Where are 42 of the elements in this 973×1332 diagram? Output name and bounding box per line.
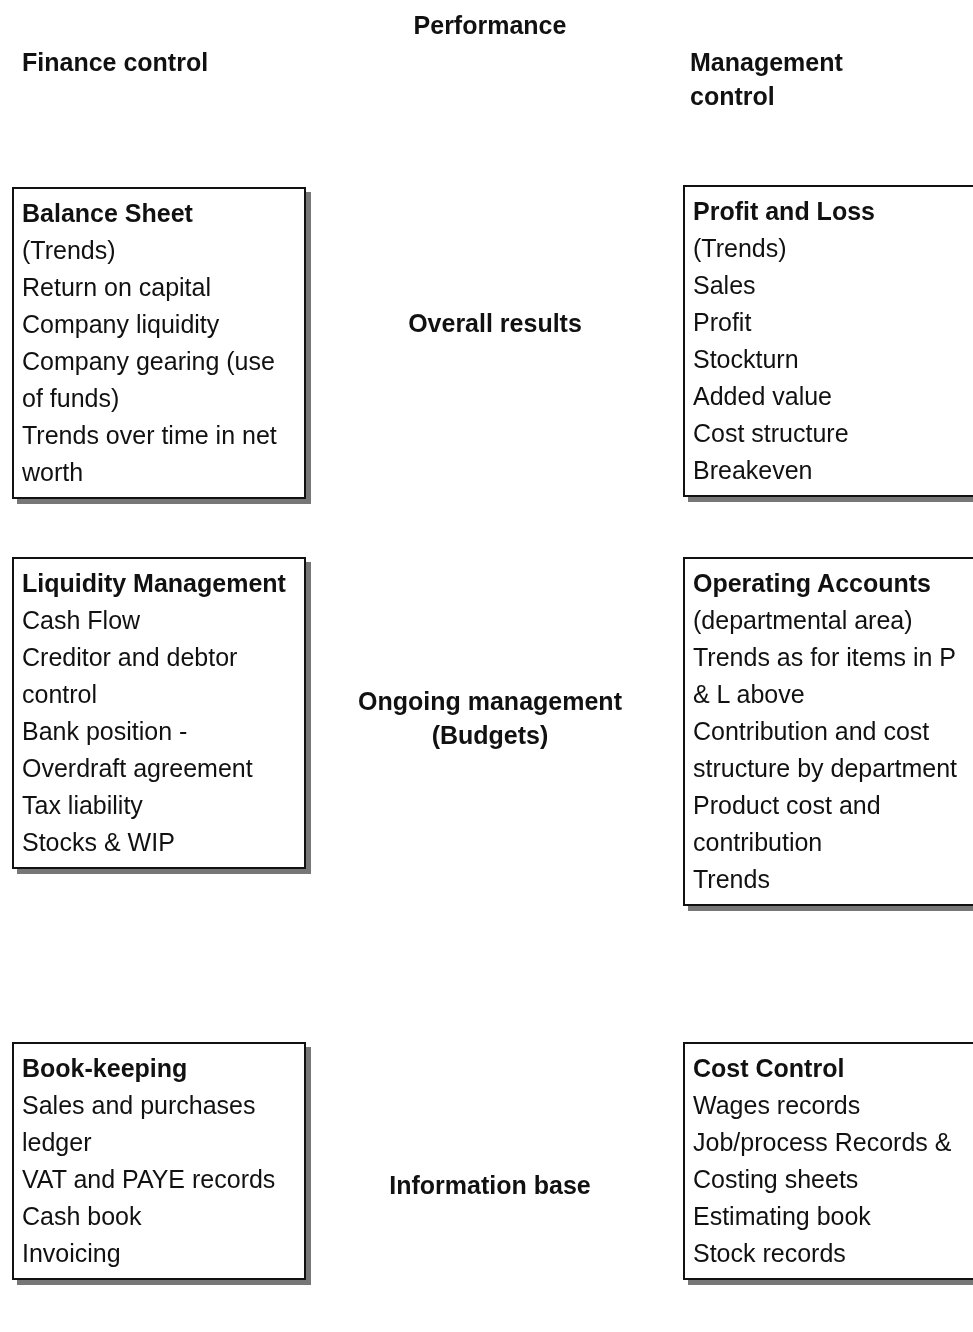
box-item: Contribution and cost structure by department (693, 716, 958, 784)
box-item: Creditor and debtor control (22, 642, 239, 710)
box-item: Product cost and contribution (693, 790, 882, 858)
box-item: Added value (693, 381, 833, 412)
box-item: Cash book (22, 1201, 143, 1232)
box-item: Cost structure (693, 418, 850, 449)
box-heading: Balance Sheet (22, 198, 194, 229)
box-item: Return on capital (22, 272, 212, 303)
box-item: Stockturn (693, 344, 800, 375)
row-label: Ongoing management (Budgets) (357, 686, 623, 751)
box-item: Company gearing (use of funds) (22, 346, 276, 414)
box-item: Stock records (693, 1238, 847, 1269)
box-heading: Profit and Loss (693, 196, 876, 227)
box-heading: Liquidity Management (22, 568, 287, 599)
box-item: VAT and PAYE records (22, 1164, 277, 1195)
box-item: Sales and purchases ledger (22, 1090, 257, 1158)
box-heading: Book-keeping (22, 1053, 189, 1084)
box-heading: Cost Control (693, 1053, 846, 1084)
box-item: Trends as for items in P & L above (693, 642, 957, 710)
box-item: Profit (693, 307, 753, 338)
box-item: Company liquidity (22, 309, 221, 340)
box-heading: Operating Accounts (693, 568, 932, 599)
column-heading: Finance control (22, 47, 210, 78)
row-label: Information base (388, 1170, 592, 1201)
box-item: Tax liability (22, 790, 144, 821)
box-item: Invoicing (22, 1238, 122, 1269)
column-heading: Management control (690, 47, 844, 112)
box-item: Trends (693, 864, 771, 895)
box-item: Breakeven (693, 455, 814, 486)
box-item: Job/process Records & Costing sheets (693, 1127, 953, 1195)
box-item: Cash Flow (22, 605, 142, 636)
box-item: Estimating book (693, 1201, 872, 1232)
box-item: Sales (693, 270, 757, 301)
box-item: (Trends) (22, 235, 117, 266)
box-item: Bank position - Overdraft agreement (22, 716, 254, 784)
row-label: Overall results (407, 308, 583, 339)
title: Performance (412, 10, 568, 41)
box-item: (Trends) (693, 233, 788, 264)
box-item: Stocks & WIP (22, 827, 176, 858)
box-item: Wages records (693, 1090, 862, 1121)
box-item: (departmental area) (693, 605, 914, 636)
box-item: Trends over time in net worth (22, 420, 278, 488)
